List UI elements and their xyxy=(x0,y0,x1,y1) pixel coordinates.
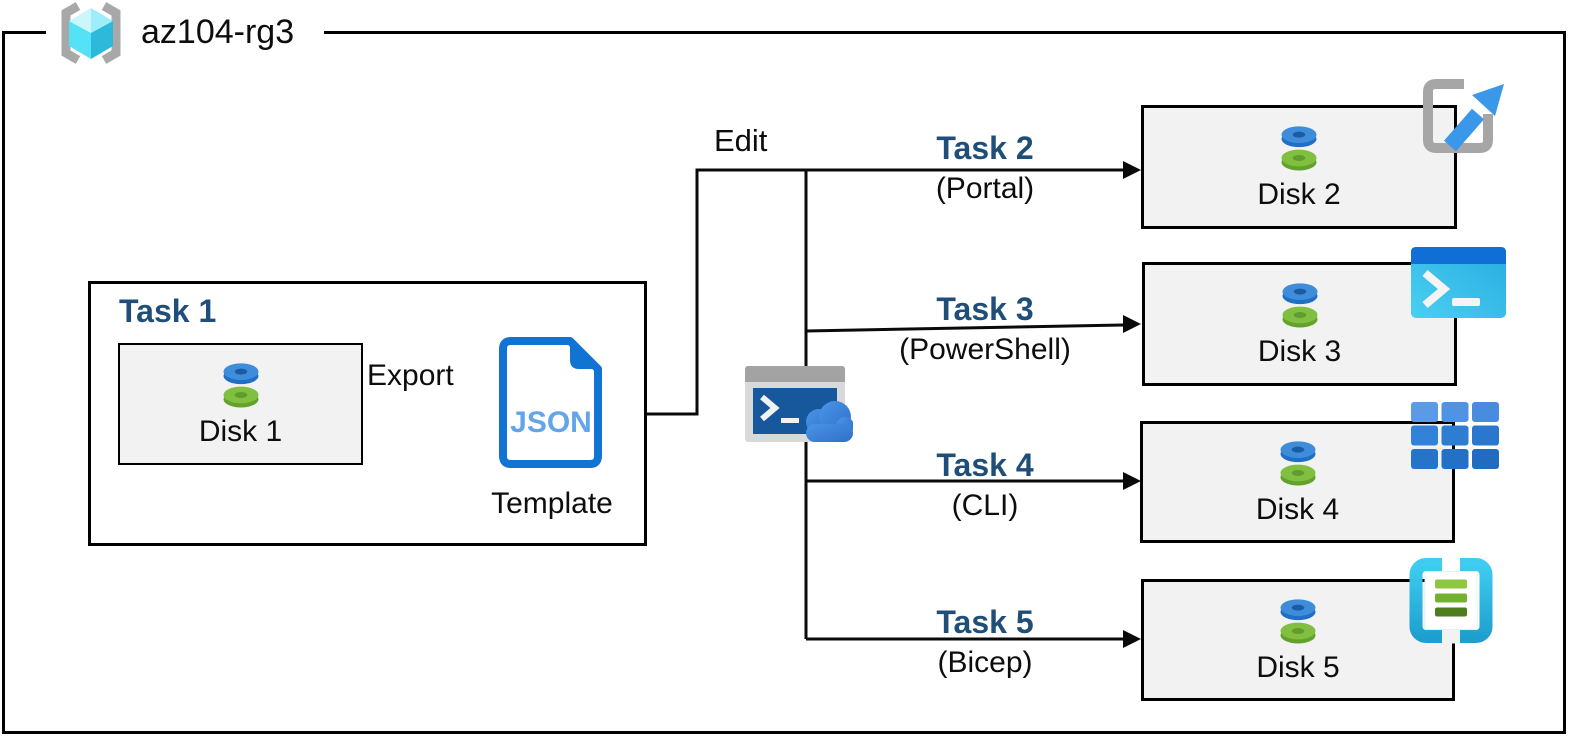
disk3-box: Disk 3 xyxy=(1142,262,1457,386)
task4-label: Task 4 xyxy=(936,447,1034,483)
task3-label: Task 3 xyxy=(936,291,1034,327)
bicep-template-icon xyxy=(1409,557,1493,644)
disk2-label: Disk 2 xyxy=(1257,178,1341,211)
disk1-label: Disk 1 xyxy=(198,415,283,448)
resource-group-icon xyxy=(61,2,121,64)
disk5-box: Disk 5 xyxy=(1141,579,1455,701)
resource-group-title: az104-rg3 xyxy=(141,13,295,51)
managed-disk-icon xyxy=(1275,278,1325,332)
task2-label: Task 2 xyxy=(936,130,1034,166)
disk3-label: Disk 3 xyxy=(1257,335,1342,368)
managed-disk-icon xyxy=(216,358,266,412)
powershell-icon xyxy=(1411,247,1506,318)
task1-label: Task 1 xyxy=(119,293,217,329)
task5-label: Task 5 xyxy=(936,604,1034,640)
json-file-type-label: JSON xyxy=(510,406,592,439)
task5-method-label: (Bicep) xyxy=(937,646,1033,679)
managed-disk-icon xyxy=(1273,594,1323,648)
resource-group-boundary xyxy=(2,31,1566,734)
disk4-box: Disk 4 xyxy=(1140,421,1455,543)
disk4-label: Disk 4 xyxy=(1255,493,1340,526)
task2-method-label: (Portal) xyxy=(935,172,1035,205)
portal-launch-icon xyxy=(1423,79,1504,153)
template-label: Template xyxy=(491,487,613,520)
task3-method-label: (PowerShell) xyxy=(899,333,1071,366)
managed-disk-icon xyxy=(1274,121,1324,175)
cli-icon xyxy=(1411,402,1499,469)
edit-label: Edit xyxy=(714,123,768,158)
disk1-box: Disk 1 xyxy=(118,343,363,465)
managed-disk-icon xyxy=(1273,436,1323,490)
disk2-box: Disk 2 xyxy=(1141,105,1457,229)
cloud-shell-icon xyxy=(745,366,853,442)
disk5-label: Disk 5 xyxy=(1256,651,1340,684)
json-template-icon: JSON xyxy=(499,337,602,468)
frame-gap xyxy=(46,29,324,37)
task4-method-label: (CLI) xyxy=(951,489,1019,522)
export-label: Export xyxy=(367,359,454,392)
